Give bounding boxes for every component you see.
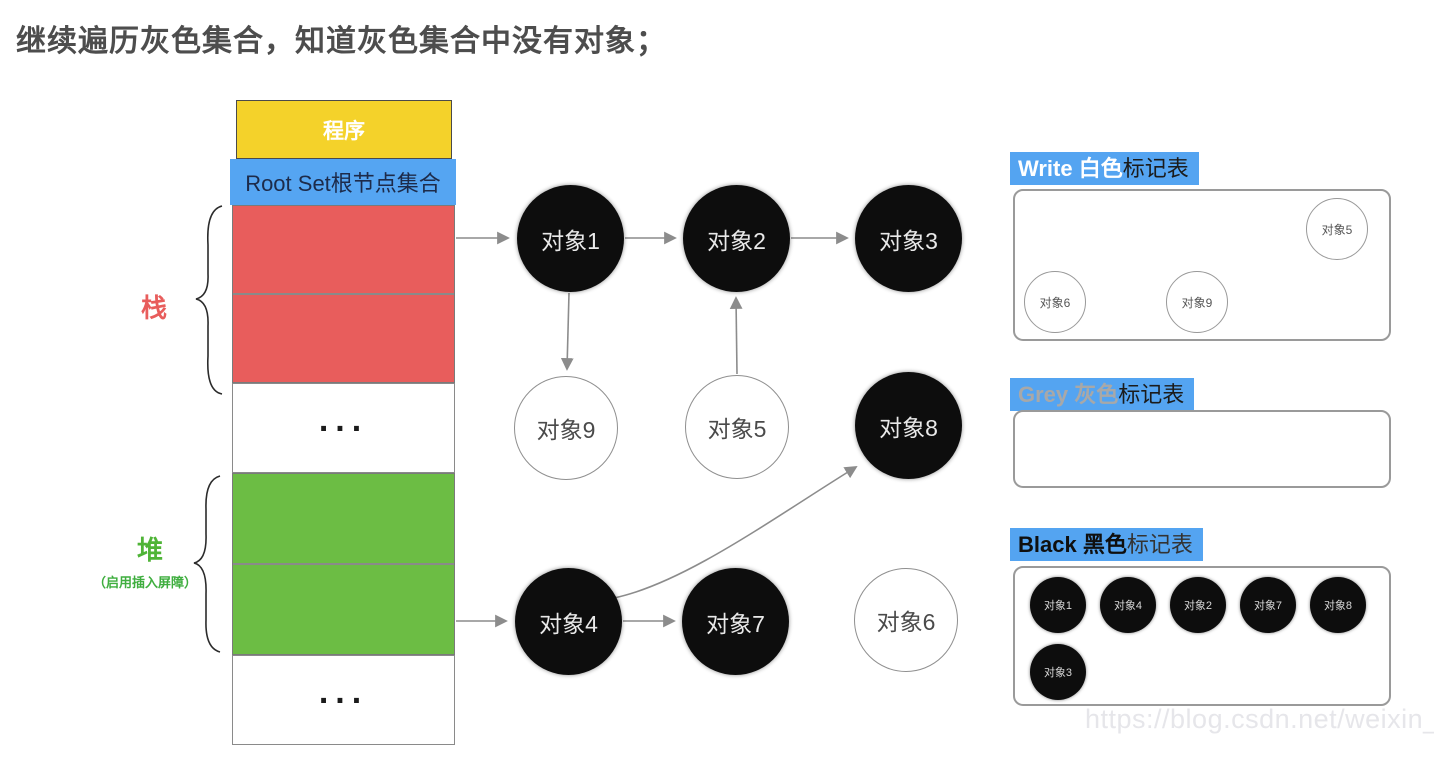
black-table-item: 对象1 bbox=[1030, 577, 1086, 633]
heap-brace bbox=[193, 475, 221, 653]
black-table-panel: 对象1 对象4 对象2 对象7 对象8 对象3 bbox=[1013, 566, 1391, 706]
node-label: 对象7 bbox=[706, 610, 765, 637]
black-table-item: 对象3 bbox=[1030, 644, 1086, 700]
node-obj6: 对象6 bbox=[854, 568, 958, 672]
heap-region-label: 堆 bbox=[137, 535, 164, 565]
ellipsis-dots: ... bbox=[318, 672, 369, 711]
white-table-label: Write 白色标记表 bbox=[1010, 152, 1199, 185]
edge-obj5-obj2 bbox=[729, 296, 743, 375]
node-label: 对象4 bbox=[539, 610, 598, 637]
edge-obj1-obj9 bbox=[560, 292, 574, 371]
watermark: https://blog.csdn.net/weixin_ bbox=[1085, 704, 1434, 734]
node-obj3: 对象3 bbox=[855, 185, 962, 292]
white-table-item: 对象9 bbox=[1166, 271, 1228, 333]
program-box: 程序 bbox=[236, 100, 452, 159]
grey-table-panel bbox=[1013, 410, 1391, 488]
node-label: 对象2 bbox=[707, 227, 766, 254]
white-table-label-en: Write 白色 bbox=[1018, 156, 1123, 181]
rootset-box: Root Set根节点集合 bbox=[230, 159, 456, 205]
black-table-item: 对象2 bbox=[1170, 577, 1226, 633]
node-obj7: 对象7 bbox=[682, 568, 789, 675]
node-obj5: 对象5 bbox=[685, 375, 789, 479]
stack-region-label: 栈 bbox=[141, 293, 168, 323]
node-obj9: 对象9 bbox=[514, 376, 618, 480]
stack-cell-divider bbox=[233, 293, 454, 295]
stack-red-region bbox=[232, 205, 455, 383]
node-label: 对象9 bbox=[536, 417, 596, 443]
black-table-item: 对象4 bbox=[1100, 577, 1156, 633]
heap-green-region bbox=[232, 473, 455, 655]
heap-region-note: （启用插入屏障） bbox=[93, 575, 198, 590]
node-label: 对象3 bbox=[879, 227, 938, 254]
black-table-label-suffix: 标记表 bbox=[1126, 532, 1193, 557]
node-obj4: 对象4 bbox=[515, 568, 622, 675]
heap-ellipsis-box: ... bbox=[232, 655, 455, 745]
node-label: 对象5 bbox=[707, 416, 767, 442]
black-table-item: 对象8 bbox=[1310, 577, 1366, 633]
white-table-panel: 对象5 对象6 对象9 bbox=[1013, 189, 1391, 341]
white-table-label-suffix: 标记表 bbox=[1122, 156, 1189, 181]
page-title: 继续遍历灰色集合，知道灰色集合中没有对象； bbox=[16, 25, 667, 58]
black-table-label: Black 黑色标记表 bbox=[1010, 528, 1203, 561]
stack-brace bbox=[195, 205, 223, 395]
heap-cell-divider bbox=[233, 563, 454, 565]
node-label: 对象8 bbox=[879, 414, 938, 441]
white-table-item: 对象5 bbox=[1306, 198, 1368, 260]
white-table-item: 对象6 bbox=[1024, 271, 1086, 333]
ellipsis-dots: ... bbox=[318, 400, 369, 439]
node-label: 对象6 bbox=[876, 609, 936, 635]
grey-table-label-en: Grey 灰色 bbox=[1018, 382, 1119, 407]
grey-table-label: Grey 灰色标记表 bbox=[1010, 378, 1195, 411]
grey-table-label-suffix: 标记表 bbox=[1118, 382, 1185, 407]
node-obj1: 对象1 bbox=[517, 185, 624, 292]
stack-ellipsis-box: ... bbox=[232, 383, 455, 473]
black-table-label-en: Black 黑色 bbox=[1018, 532, 1127, 557]
node-obj2: 对象2 bbox=[683, 185, 790, 292]
node-label: 对象1 bbox=[541, 227, 600, 254]
node-obj8: 对象8 bbox=[855, 372, 962, 479]
black-table-item: 对象7 bbox=[1240, 577, 1296, 633]
